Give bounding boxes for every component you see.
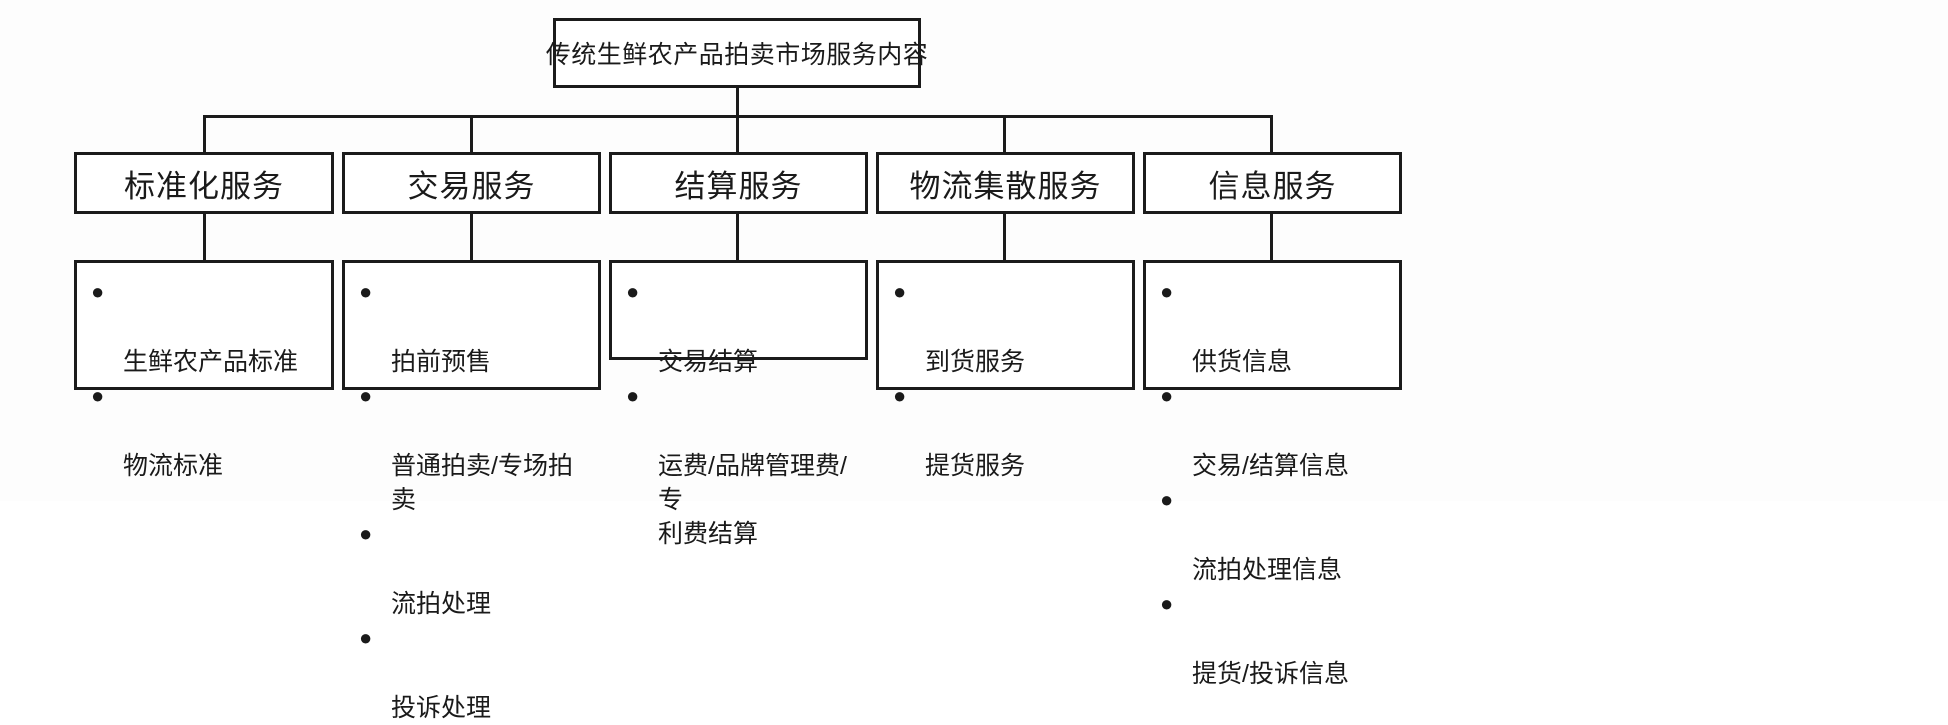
connector-drop-information [1270,115,1273,154]
list-item: ● 投诉处理 [359,623,588,725]
list-item-label: 提货/投诉信息 [1192,660,1349,688]
list-item-label: 物流标准 [123,452,224,480]
bullet-icon: ● [359,279,373,304]
connector-drop-trading [470,115,473,154]
list-item-label: 到货服务 [925,348,1026,376]
list-item: ● 物流标准 [91,381,321,483]
list-box-logistics: ● 到货服务 ● 提货服务 [876,260,1135,480]
bullet-icon: ● [626,383,640,408]
bullet-icon: ● [893,383,907,408]
list-logistics: ● 到货服务 ● 提货服务 [879,277,1132,483]
list-item: ● 交易/结算信息 [1160,381,1389,483]
connector-drop-settlement [736,115,739,154]
list-standardization: ● 生鲜农产品标准 ● 物流标准 [77,277,331,483]
list-item-label: 运费/品牌管理费/专 利费结算 [658,452,847,548]
connector-list-trading [470,214,473,262]
list-item-label: 流拍处理信息 [1192,556,1343,584]
bullet-icon: ● [1160,383,1174,408]
list-trading: ● 拍前预售 ● 普通拍卖/专场拍卖 ● 流拍处理 ● 投诉处理 [345,277,598,725]
connector-drop-logistics [1003,115,1006,154]
list-item: ● 供货信息 [1160,277,1389,379]
category-box-standardization: 标准化服务 [74,152,334,214]
list-item: ● 生鲜农产品标准 [91,277,321,379]
connector-drop-standardization [203,115,206,154]
bullet-icon: ● [91,279,105,304]
list-box-trading: ● 拍前预售 ● 普通拍卖/专场拍卖 ● 流拍处理 ● 投诉处理 [342,260,601,722]
list-item-label: 流拍处理 [391,590,492,618]
category-label-trading: 交易服务 [407,168,536,204]
category-label-information: 信息服务 [1208,168,1337,204]
list-settlement: ● 交易结算 ● 运费/品牌管理费/专 利费结算 [612,277,865,551]
list-item-label: 普通拍卖/专场拍卖 [391,452,573,514]
list-item-label: 投诉处理 [391,694,492,722]
category-box-logistics: 物流集散服务 [876,152,1135,214]
bullet-icon: ● [1160,591,1174,616]
list-item-label: 拍前预售 [391,348,492,376]
connector-root-stem [736,88,739,117]
list-item-label: 生鲜农产品标准 [123,348,299,376]
connector-list-settlement [736,214,739,262]
diagram-canvas: 传统生鲜农产品拍卖市场服务内容 标准化服务 交易服务 结算服务 物流集散服务 信… [74,18,1402,722]
list-item: ● 流拍处理信息 [1160,485,1389,587]
root-node-label: 传统生鲜农产品拍卖市场服务内容 [545,41,929,69]
bullet-icon: ● [359,625,373,650]
bullet-icon: ● [1160,279,1174,304]
category-box-information: 信息服务 [1143,152,1402,214]
list-item: ● 交易结算 [626,277,855,379]
bullet-icon: ● [626,279,640,304]
list-item: ● 普通拍卖/专场拍卖 [359,381,588,517]
list-information: ● 供货信息 ● 交易/结算信息 ● 流拍处理信息 ● 提货/投诉信息 [1146,277,1399,691]
category-box-trading: 交易服务 [342,152,601,214]
connector-list-information [1270,214,1273,262]
list-item-label: 提货服务 [925,452,1026,480]
list-item-label: 供货信息 [1192,348,1293,376]
category-label-logistics: 物流集散服务 [909,168,1102,204]
root-node: 传统生鲜农产品拍卖市场服务内容 [546,18,928,88]
list-box-standardization: ● 生鲜农产品标准 ● 物流标准 [74,260,334,480]
category-label-standardization: 标准化服务 [124,168,284,204]
list-box-information: ● 供货信息 ● 交易/结算信息 ● 流拍处理信息 ● 提货/投诉信息 [1143,260,1402,688]
list-item: ● 到货服务 [893,277,1122,379]
list-item: ● 提货服务 [893,381,1122,483]
list-item: ● 流拍处理 [359,519,588,621]
bullet-icon: ● [359,383,373,408]
connector-list-standardization [203,214,206,262]
list-item-label: 交易结算 [658,348,759,376]
list-item: ● 拍前预售 [359,277,588,379]
bullet-icon: ● [1160,487,1174,512]
category-box-settlement: 结算服务 [609,152,868,214]
bullet-icon: ● [893,279,907,304]
category-label-settlement: 结算服务 [674,168,803,204]
list-box-settlement: ● 交易结算 ● 运费/品牌管理费/专 利费结算 [609,260,868,548]
bullet-icon: ● [91,383,105,408]
connector-list-logistics [1003,214,1006,262]
list-item: ● 运费/品牌管理费/专 利费结算 [626,381,855,551]
list-item: ● 提货/投诉信息 [1160,589,1389,691]
list-item-label: 交易/结算信息 [1192,452,1349,480]
bullet-icon: ● [359,521,373,546]
